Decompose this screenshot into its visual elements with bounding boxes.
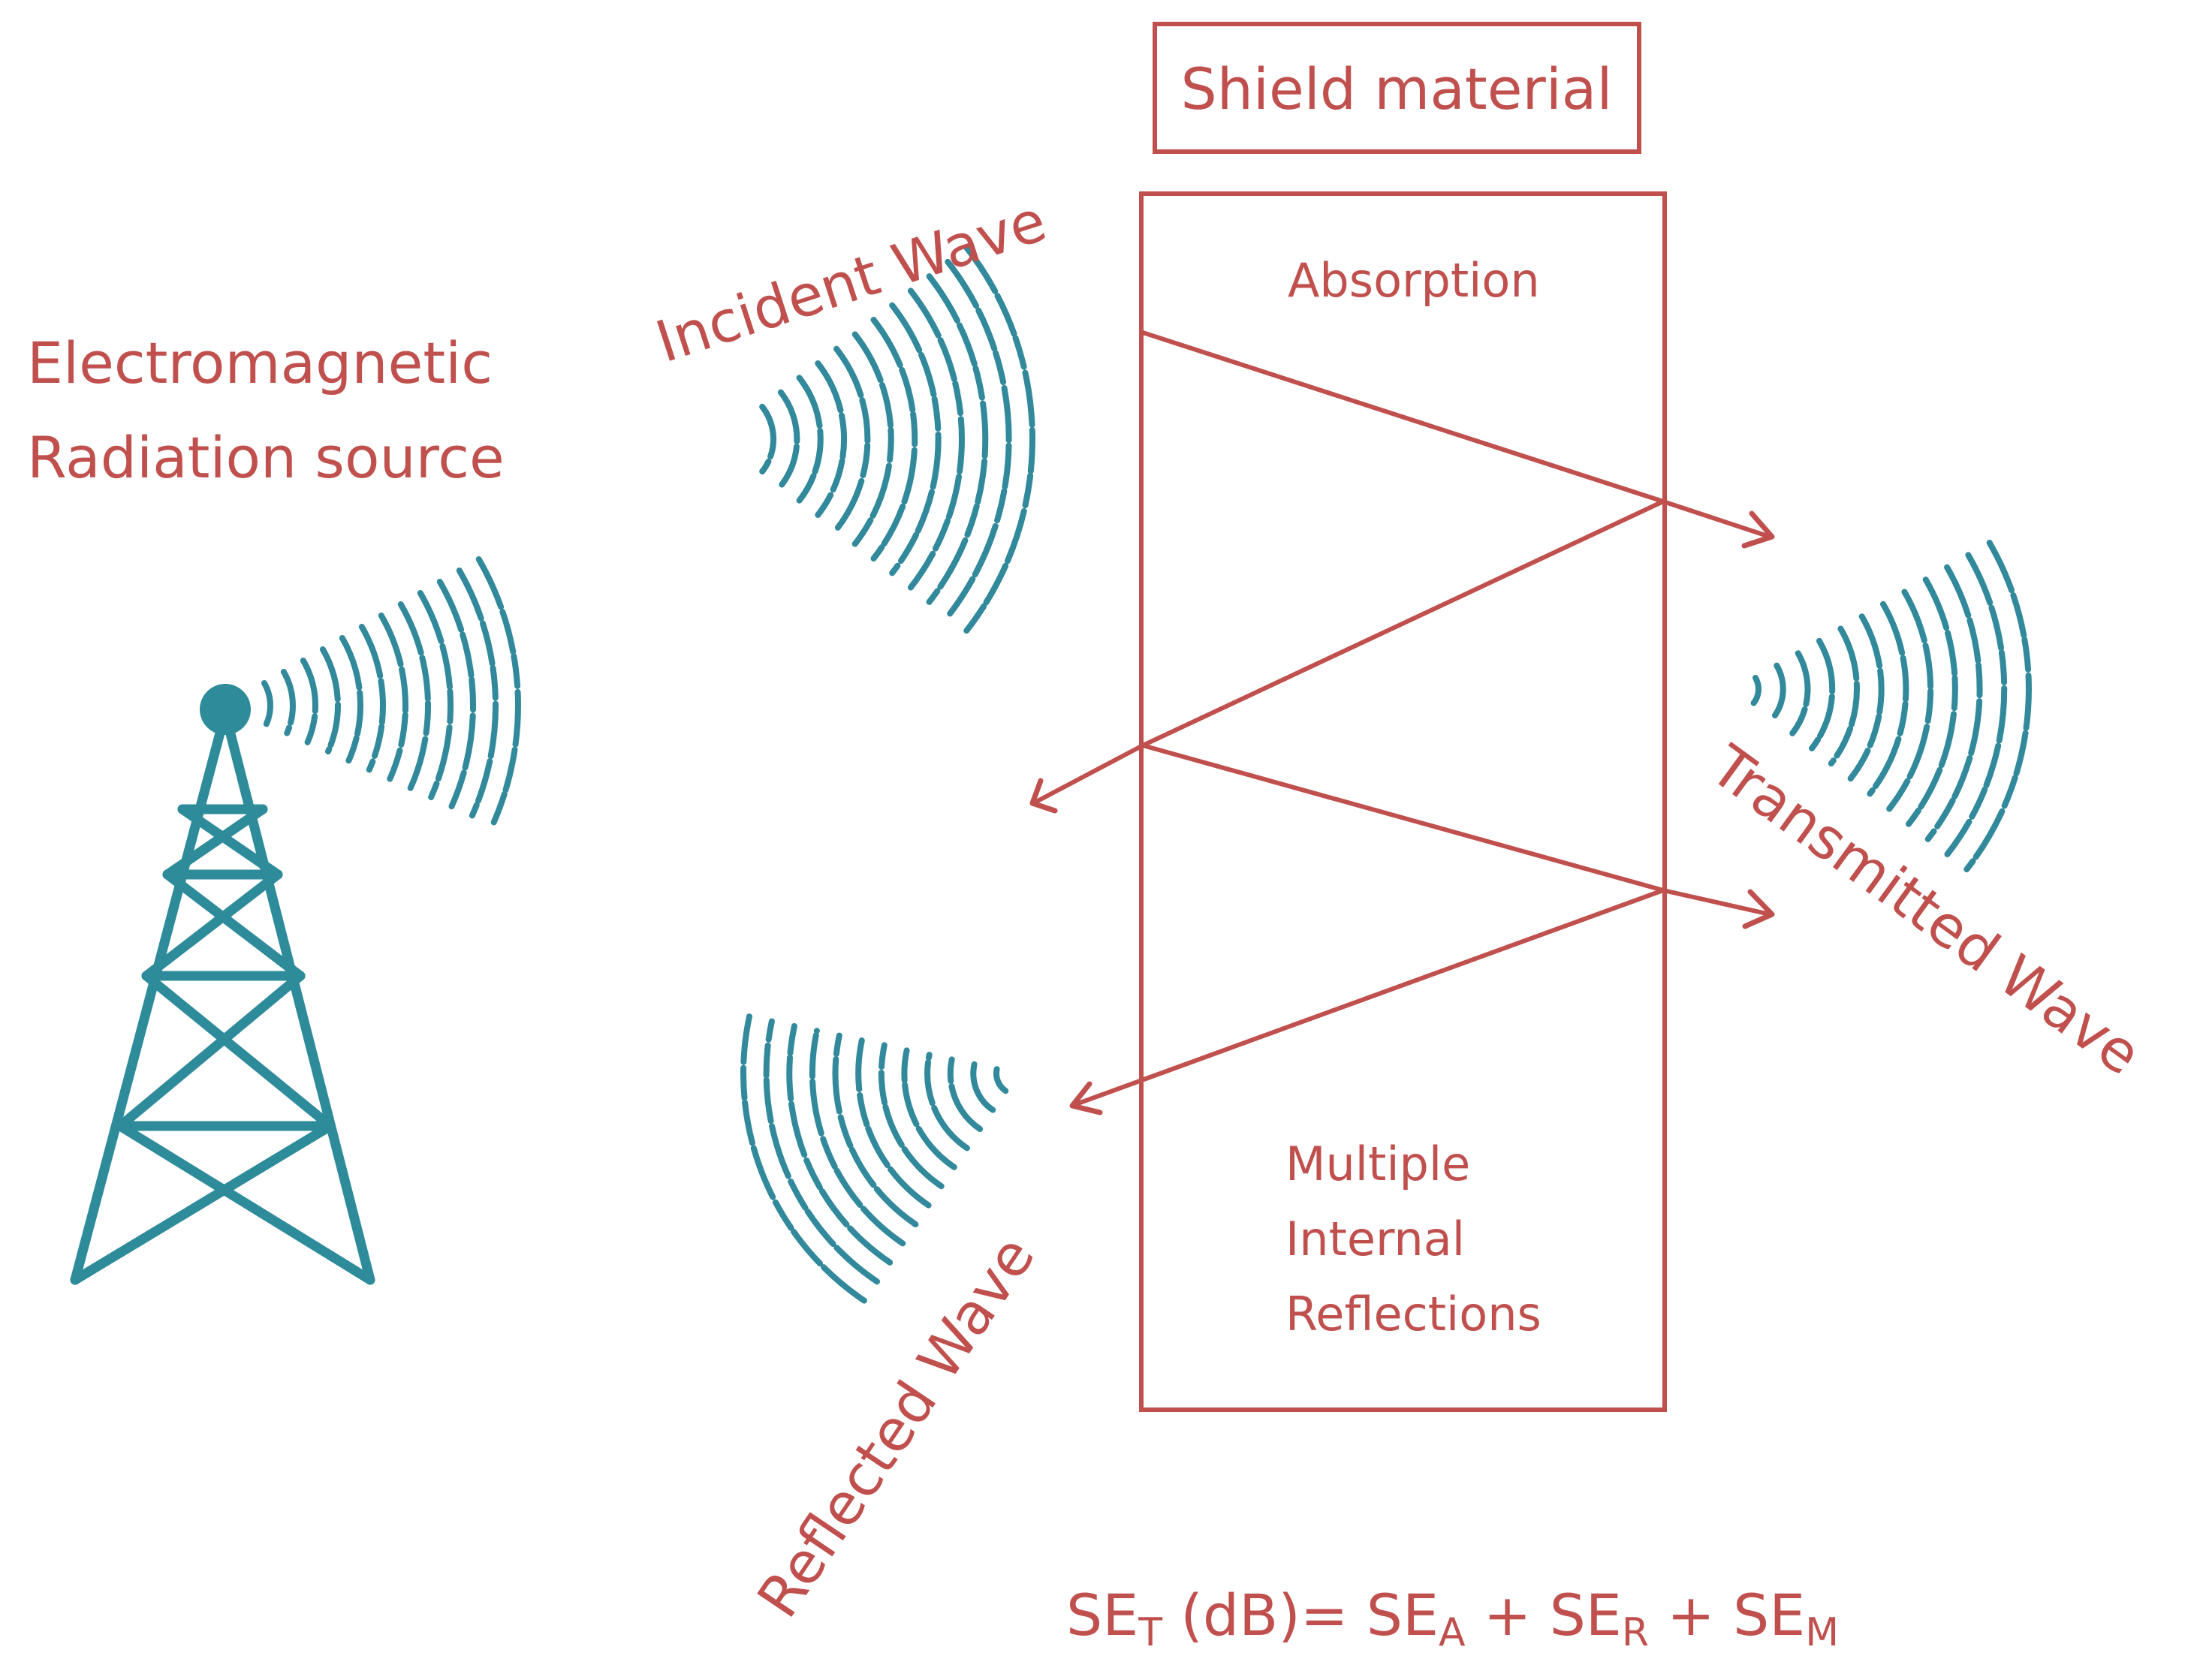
wave-arc [1770, 662, 1786, 721]
wave-arc [970, 1061, 996, 1113]
ray-paths [1035, 330, 1771, 1107]
wave-arc [378, 613, 409, 782]
wave-arc [870, 317, 918, 562]
wave-arc [947, 1056, 984, 1132]
wave-arc [1809, 637, 1836, 751]
wave-arc [786, 1022, 894, 1266]
arrow-heads [1029, 510, 1775, 1115]
wave-arc [1789, 650, 1811, 736]
wave-arc [889, 302, 942, 577]
internal-reflections-line2: Internal [1285, 1212, 1465, 1266]
wave-arc [1963, 540, 2032, 873]
transmitted-wave-icon [1750, 540, 2032, 873]
wave-arc [1886, 589, 1934, 812]
wave-arc [763, 1018, 880, 1285]
wave-arc [759, 403, 777, 475]
wave-arc [855, 1037, 932, 1209]
wave-arc [924, 1052, 970, 1152]
wave-arc [397, 601, 431, 791]
wave-arc [1906, 577, 1958, 827]
shielding-effectiveness-formula: SET (dB)= SEA + SER + SEM [1066, 1582, 1839, 1655]
internal-reflections-line3: Reflections [1285, 1287, 1542, 1341]
wave-arc [963, 244, 1035, 634]
wave-arc [851, 331, 894, 547]
wave-arc [832, 1032, 919, 1227]
wave-arc [907, 288, 965, 591]
wave-arc [777, 389, 800, 489]
wave-arc [1828, 625, 1860, 767]
wave-arc [475, 556, 521, 828]
wave-arc [815, 360, 847, 518]
wave-arc [945, 258, 1012, 620]
wave-arc [1750, 675, 1762, 706]
wave-arc [300, 658, 318, 745]
source-label-line1: Electromagnetic [27, 330, 493, 396]
wave-arc [740, 1013, 867, 1304]
shield-slab [1139, 191, 1667, 1412]
wave-arc [456, 568, 499, 819]
wave-arc [280, 669, 296, 736]
wave-arc [926, 273, 989, 605]
wave-arc [261, 680, 274, 727]
reflected-wave-label: Reflected Wave [744, 1224, 1047, 1629]
internal-reflections-line1: Multiple [1285, 1137, 1470, 1191]
wave-arc [417, 590, 454, 800]
incident-wave-icon [759, 244, 1035, 634]
shield-title-box [1153, 22, 1641, 154]
wave-arc [358, 624, 386, 773]
reflected-wave-icon [740, 1013, 1009, 1304]
wave-arc [1847, 613, 1885, 782]
source-wave-icon [261, 556, 521, 828]
wave-arc [436, 579, 476, 810]
wave-arc [1944, 552, 2008, 857]
wave-arc [1924, 564, 1983, 842]
wave-arc [339, 635, 363, 764]
wave-arc [878, 1042, 945, 1190]
absorption-label: Absorption [1288, 253, 1540, 308]
wave-arc [993, 1066, 1009, 1094]
wave-arc [833, 345, 871, 533]
wave-arc [901, 1046, 957, 1170]
wave-arc [319, 646, 341, 754]
radio-tower-icon [70, 684, 375, 1285]
wave-arc [796, 375, 824, 504]
source-label-line2: Radiation source [27, 424, 505, 491]
shield-title: Shield material [1180, 56, 1612, 122]
wave-arc [809, 1028, 906, 1247]
wave-arc [1867, 601, 1909, 797]
